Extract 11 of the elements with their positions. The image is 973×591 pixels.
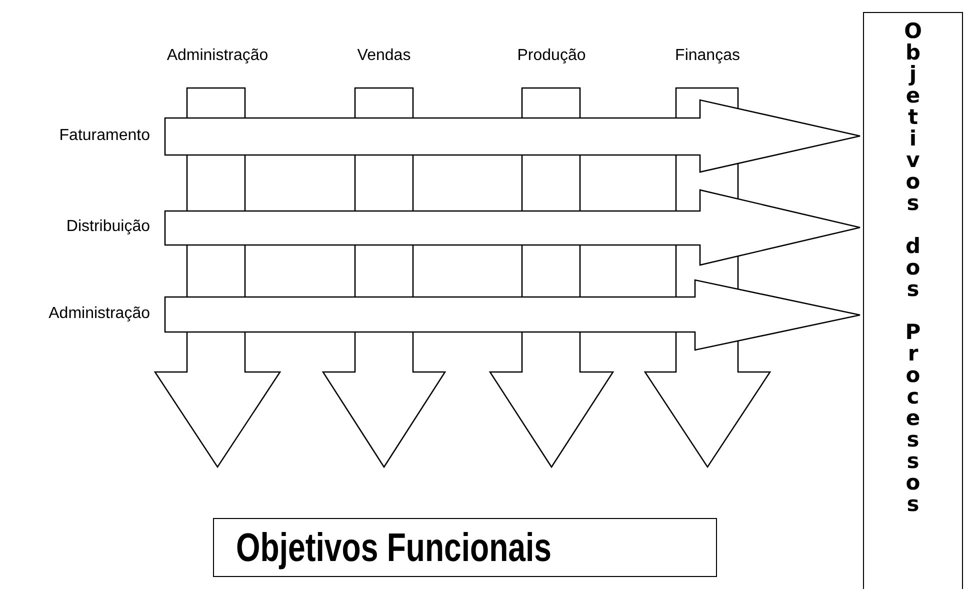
row-label: Distribuição [66,218,150,236]
title-box [213,518,717,577]
row-label: Faturamento [59,126,150,144]
column-heading: Administração [166,47,268,65]
row-label: Administração [48,304,150,322]
column-heading: Produção [517,47,586,65]
column-heading: Finanças [675,47,740,65]
box-title: Objetivos dos Processos [900,19,926,514]
column-heading: Vendas [357,47,411,65]
box-title: Objetivos Funcionais [236,525,552,571]
title-box [863,12,963,589]
